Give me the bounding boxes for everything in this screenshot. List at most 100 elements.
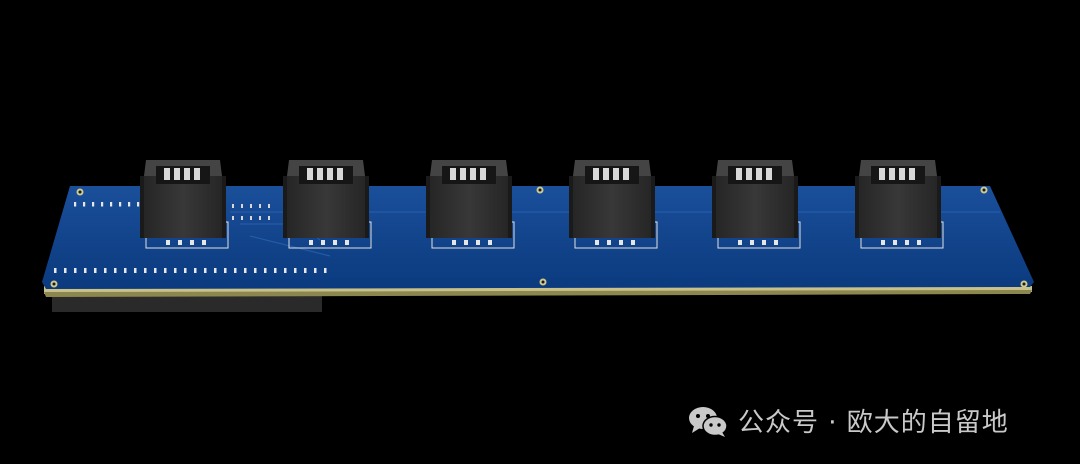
- connector-pin: [738, 240, 742, 245]
- rj-connector: [712, 160, 801, 249]
- pin: [164, 268, 167, 273]
- connector-edge: [569, 176, 573, 238]
- pin: [94, 268, 97, 273]
- pin: [234, 268, 237, 273]
- mounting-hole-center: [1022, 282, 1026, 286]
- connector-pin: [309, 240, 313, 245]
- connector-contact: [164, 168, 170, 180]
- pin: [214, 268, 217, 273]
- mounting-hole-center: [541, 280, 545, 284]
- connector-edge: [855, 176, 859, 238]
- pin: [119, 202, 122, 207]
- connector-pin: [750, 240, 754, 245]
- connector-pin: [464, 240, 468, 245]
- pin: [232, 204, 234, 208]
- connector-pin: [452, 240, 456, 245]
- connector-contact: [337, 168, 343, 180]
- pin: [294, 268, 297, 273]
- pin: [114, 268, 117, 273]
- watermark-text: 公众号 · 欧大的自留地: [738, 408, 1009, 438]
- pin: [264, 268, 267, 273]
- connector-pin: [178, 240, 182, 245]
- connector-body: [569, 176, 655, 238]
- connector-edge: [794, 176, 798, 238]
- connector-pin: [607, 240, 611, 245]
- mounting-hole-center: [52, 282, 56, 286]
- rj-connector: [426, 160, 515, 249]
- mounting-holes: [50, 186, 1028, 288]
- pin: [84, 268, 87, 273]
- connector-contact: [613, 168, 619, 180]
- pin: [250, 216, 252, 220]
- pin: [92, 202, 95, 207]
- connector-pin: [166, 240, 170, 245]
- pin: [134, 268, 137, 273]
- pin: [144, 268, 147, 273]
- connector-contact: [470, 168, 476, 180]
- connector-pin: [321, 240, 325, 245]
- pin: [254, 268, 257, 273]
- connector-contact: [736, 168, 742, 180]
- pin: [204, 268, 207, 273]
- pin: [241, 216, 243, 220]
- pin: [250, 204, 252, 208]
- pin: [184, 268, 187, 273]
- connector-contact: [184, 168, 190, 180]
- pin: [110, 202, 113, 207]
- connector-pin: [631, 240, 635, 245]
- connector-contact: [603, 168, 609, 180]
- mounting-hole-center: [982, 188, 986, 192]
- pin: [244, 268, 247, 273]
- connector-edge: [140, 176, 144, 238]
- pin: [101, 202, 104, 207]
- connector-pin: [917, 240, 921, 245]
- pin: [194, 268, 197, 273]
- connector-body: [283, 176, 369, 238]
- connector-edge: [937, 176, 941, 238]
- pin: [64, 268, 67, 273]
- pin: [104, 268, 107, 273]
- connector-contact: [889, 168, 895, 180]
- pin: [304, 268, 307, 273]
- pin: [259, 204, 261, 208]
- connector-contact: [174, 168, 180, 180]
- connector-contact: [317, 168, 323, 180]
- connector-body: [140, 176, 226, 238]
- pin: [224, 268, 227, 273]
- pin: [128, 202, 131, 207]
- connector-pin: [774, 240, 778, 245]
- connector-pin: [476, 240, 480, 245]
- connector-pin: [881, 240, 885, 245]
- connector-contact: [460, 168, 466, 180]
- connector-contact: [450, 168, 456, 180]
- connector-contact: [593, 168, 599, 180]
- rj-connector: [283, 160, 372, 249]
- connector-edge: [508, 176, 512, 238]
- pin: [324, 268, 327, 273]
- connector-contact: [899, 168, 905, 180]
- pin: [174, 268, 177, 273]
- connector-body: [426, 176, 512, 238]
- mounting-hole-center: [78, 190, 82, 194]
- trace: [249, 235, 331, 257]
- connector-body: [855, 176, 941, 238]
- pin: [268, 216, 270, 220]
- pin: [83, 202, 86, 207]
- pin: [74, 202, 77, 207]
- under-board-module: [52, 296, 322, 312]
- pin-header-rows: [54, 202, 327, 273]
- connector-pin: [619, 240, 623, 245]
- connector-contact: [746, 168, 752, 180]
- connector-edge: [712, 176, 716, 238]
- pin: [268, 204, 270, 208]
- rj-connector: [855, 160, 944, 249]
- connector-edge: [426, 176, 430, 238]
- rj-connector: [140, 160, 229, 249]
- connector-edge: [651, 176, 655, 238]
- pin: [124, 268, 127, 273]
- connector-pin: [345, 240, 349, 245]
- pin: [259, 216, 261, 220]
- connector-contact: [194, 168, 200, 180]
- mounting-hole-center: [538, 188, 542, 192]
